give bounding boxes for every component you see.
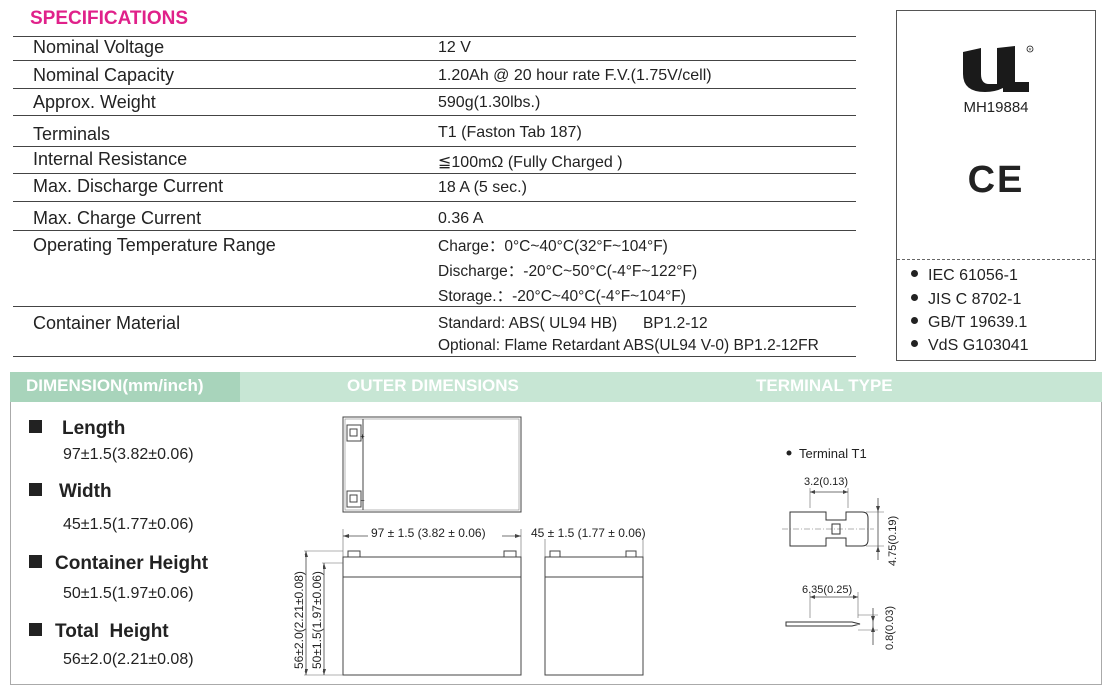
ce-mark-icon: CE xyxy=(967,159,1025,201)
spec-label: Max. Charge Current xyxy=(33,208,202,228)
square-bullet-icon xyxy=(29,420,42,434)
ul-file-number: MH19884 xyxy=(963,99,1029,116)
terminal-dim-b: 4.75(0.19) xyxy=(887,516,899,566)
spec-value-storage: Storage.：-20°C~40°C(-4°F~104°F) xyxy=(438,288,686,305)
outer-dimensions-drawing: + − 97 ± 1.5 (3.82 ± 0.06) 45 ± 1.5 (1.7… xyxy=(292,416,660,676)
outer-dimensions-header: OUTER DIMENSIONS xyxy=(347,376,519,395)
length-dimension: 97 ± 1.5 (3.82 ± 0.06) xyxy=(342,525,522,567)
bullet-icon xyxy=(911,317,918,325)
spec-label: Terminals xyxy=(33,124,111,144)
height-dimensions: 56±2.0(2.21±0.08) 50±1.5(1.97±0.06) xyxy=(292,550,343,676)
standard-label: IEC 61056-1 xyxy=(928,267,1018,284)
spec-value: 590g(1.30lbs.) xyxy=(438,94,541,111)
standard-item: VdS G103041 xyxy=(911,337,1029,355)
square-bullet-icon xyxy=(29,483,42,497)
container-height-dim-label: 50±1.5(1.97±0.06) xyxy=(310,571,324,669)
spec-row-approx-weight: Approx. Weight 590g(1.30lbs.) xyxy=(13,88,856,116)
svg-text:+: + xyxy=(360,432,365,441)
dim-value-width: 45±1.5(1.77±0.06) xyxy=(63,516,194,533)
standard-item: GB/T 19639.1 xyxy=(911,314,1027,332)
spec-row-nominal-voltage: Nominal Voltage 12 V xyxy=(13,36,856,61)
battery-top-view: + − xyxy=(342,416,522,513)
dim-value-total-height: 56±2.0(2.21±0.08) xyxy=(63,651,194,668)
spec-label: Nominal Capacity xyxy=(33,65,175,85)
battery-side-view xyxy=(544,550,644,676)
bullet-icon xyxy=(786,450,792,456)
spec-row-max-discharge-current: Max. Discharge Current 18 A (5 sec.) xyxy=(13,173,856,202)
spec-value: T1 (Faston Tab 187) xyxy=(438,124,582,141)
spec-value-discharge: Discharge：-20°C~50°C(-4°F~122°F) xyxy=(438,263,698,280)
dim-item-total-height: Total Height xyxy=(29,621,169,643)
spec-value-standard: Standard: ABS( UL94 HB) BP1.2-12 xyxy=(438,315,708,332)
standard-label: JIS C 8702-1 xyxy=(928,291,1022,308)
spec-row-container-material: Container Material Standard: ABS( UL94 H… xyxy=(13,306,856,357)
spec-value: 0.36 A xyxy=(438,210,484,227)
spec-row-terminals: Terminals T1 (Faston Tab 187) xyxy=(13,115,856,147)
length-dim-label: 97 ± 1.5 (3.82 ± 0.06) xyxy=(371,526,486,540)
dimension-header-left xyxy=(10,372,240,402)
spec-label: Max. Discharge Current xyxy=(33,176,224,196)
dim-label: Width xyxy=(59,481,112,502)
total-height-dim-label: 56±2.0(2.21±0.08) xyxy=(292,571,306,669)
spec-row-nominal-capacity: Nominal Capacity 1.20Ah @ 20 hour rate F… xyxy=(13,60,856,89)
certifications-box: R MH19884 CE IEC 61056-1 JIS C 8702-1 GB… xyxy=(896,10,1096,361)
standard-label: VdS G103041 xyxy=(928,337,1029,354)
bullet-icon xyxy=(911,294,918,302)
terminal-drawing: Terminal T1 3.2(0.13) 4.75(0.19) 6.35(0.… xyxy=(782,446,899,650)
spec-row-max-charge-current: Max. Charge Current 0.36 A xyxy=(13,201,856,231)
spec-label: Nominal Voltage xyxy=(33,37,165,57)
square-bullet-icon xyxy=(29,623,42,637)
dim-label: Length xyxy=(62,418,126,439)
spec-row-operating-temperature: Operating Temperature Range Charge：0°C~4… xyxy=(13,230,856,307)
spec-value-optional: Optional: Flame Retardant ABS(UL94 V-0) … xyxy=(438,337,819,354)
square-bullet-icon xyxy=(29,555,42,569)
dim-label: Total Height xyxy=(55,621,169,642)
dim-value-length: 97±1.5(3.82±0.06) xyxy=(63,446,194,463)
svg-text:−: − xyxy=(360,496,365,505)
specifications-title: SPECIFICATIONS xyxy=(30,8,188,29)
spec-row-internal-resistance: Internal Resistance ≦100mΩ (Fully Charge… xyxy=(13,146,856,174)
battery-front-view xyxy=(342,550,522,676)
spec-value: 18 A (5 sec.) xyxy=(438,179,527,196)
bullet-icon xyxy=(911,270,918,278)
width-dim-label: 45 ± 1.5 (1.77 ± 0.06) xyxy=(531,526,646,540)
bullet-icon xyxy=(911,340,918,348)
spec-table-top-rule xyxy=(13,36,856,37)
terminal-dim-d: 0.8(0.03) xyxy=(884,606,896,650)
spec-label: Container Material xyxy=(33,313,181,333)
dim-item-length: Length xyxy=(29,418,125,440)
cert-divider xyxy=(897,259,1095,260)
width-dimension: 45 ± 1.5 (1.77 ± 0.06) xyxy=(530,525,660,567)
spec-label: Operating Temperature Range xyxy=(33,235,276,255)
spec-value: 12 V xyxy=(438,39,471,56)
spec-value: ≦100mΩ (Fully Charged ) xyxy=(438,154,623,171)
spec-value: 1.20Ah @ 20 hour rate F.V.(1.75V/cell) xyxy=(438,67,712,84)
dim-label: Container Height xyxy=(55,553,209,574)
terminal-name: Terminal T1 xyxy=(799,446,867,461)
dim-item-width: Width xyxy=(29,481,112,503)
standard-label: GB/T 19639.1 xyxy=(928,314,1028,331)
dim-value-container-height: 50±1.5(1.97±0.06) xyxy=(63,585,194,602)
ul-logo-icon: R xyxy=(963,45,1034,92)
dim-item-container-height: Container Height xyxy=(29,553,208,575)
standard-item: JIS C 8702-1 xyxy=(911,291,1021,309)
standard-item: IEC 61056-1 xyxy=(911,267,1018,285)
terminal-type-header: TERMINAL TYPE xyxy=(756,376,893,395)
terminal-dim-a: 3.2(0.13) xyxy=(804,476,848,488)
terminal-dim-c: 6.35(0.25) xyxy=(802,584,852,596)
spec-value-charge: Charge：0°C~40°C(32°F~104°F) xyxy=(438,238,668,255)
spec-label: Approx. Weight xyxy=(33,92,156,112)
spec-label: Internal Resistance xyxy=(33,149,188,169)
dimension-header-title: DIMENSION(mm/inch) xyxy=(26,376,204,395)
svg-text:R: R xyxy=(1029,47,1032,52)
